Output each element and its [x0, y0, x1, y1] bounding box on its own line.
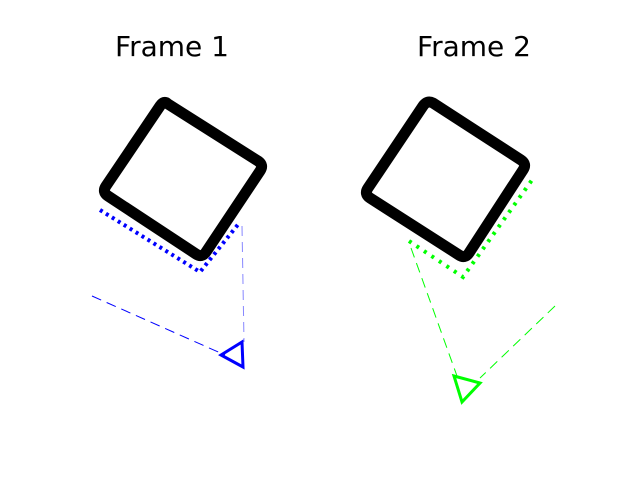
frame-2-triangle-marker [451, 373, 483, 405]
frame-2-square [360, 96, 531, 263]
frame-1-sight-line-left [91, 295, 226, 356]
frame-2-title: Frame 2 [417, 30, 531, 63]
frame-1: Frame 1 [91, 30, 268, 370]
frame-1-triangle-marker [218, 339, 245, 370]
frame-1-square [98, 96, 268, 262]
frame-2-dotted-edge [407, 178, 534, 280]
frame-2-sight-line-left [410, 247, 458, 377]
frame-2-square-outline [360, 96, 531, 263]
frame-1-square-outline [98, 96, 268, 262]
frame-1-title: Frame 1 [115, 30, 229, 63]
frame-2-sight-line-right [479, 305, 556, 379]
frame-1-sight-line-right [241, 225, 245, 343]
frame-2: Frame 2 [360, 30, 556, 405]
